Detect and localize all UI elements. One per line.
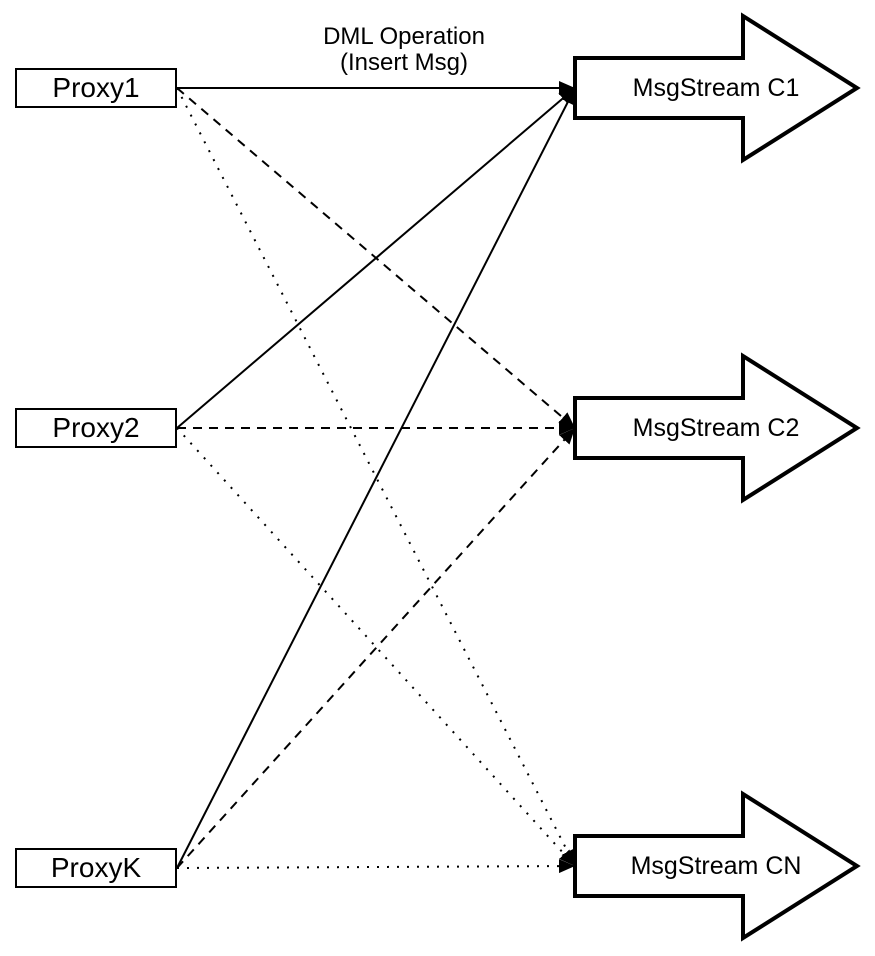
msgstream-cn-arrow-shape [573, 790, 861, 942]
proxy2-node: Proxy2 [15, 408, 177, 448]
proxyk-node: ProxyK [15, 848, 177, 888]
connector-proxyk-c2-dashed [176, 427, 576, 869]
dml-operation-label-line2: (Insert Msg) [339, 49, 468, 76]
msgstream-cn-label: MsgStream CN [630, 852, 802, 880]
proxy1-node: Proxy1 [15, 68, 177, 108]
dml-operation-label-line1: DML Operation [323, 23, 485, 50]
msgstream-c2-label: MsgStream C2 [632, 414, 800, 442]
msgstream-c1-arrow-shape [573, 12, 861, 164]
connector-proxyk-c1-solid [176, 87, 576, 869]
dml-operation-label: DML Operation (Insert Msg) [304, 24, 504, 76]
msgstream-c2-arrow-shape [573, 352, 861, 504]
connector-proxy1-c2-dashed [176, 87, 576, 429]
proxy2-label: Proxy2 [52, 412, 140, 443]
proxyk-label: ProxyK [50, 852, 142, 883]
connector-proxyk-cn-dotted [176, 859, 576, 874]
msgstream-c1-label: MsgStream C1 [632, 74, 800, 102]
proxy1-label: Proxy1 [52, 72, 140, 103]
